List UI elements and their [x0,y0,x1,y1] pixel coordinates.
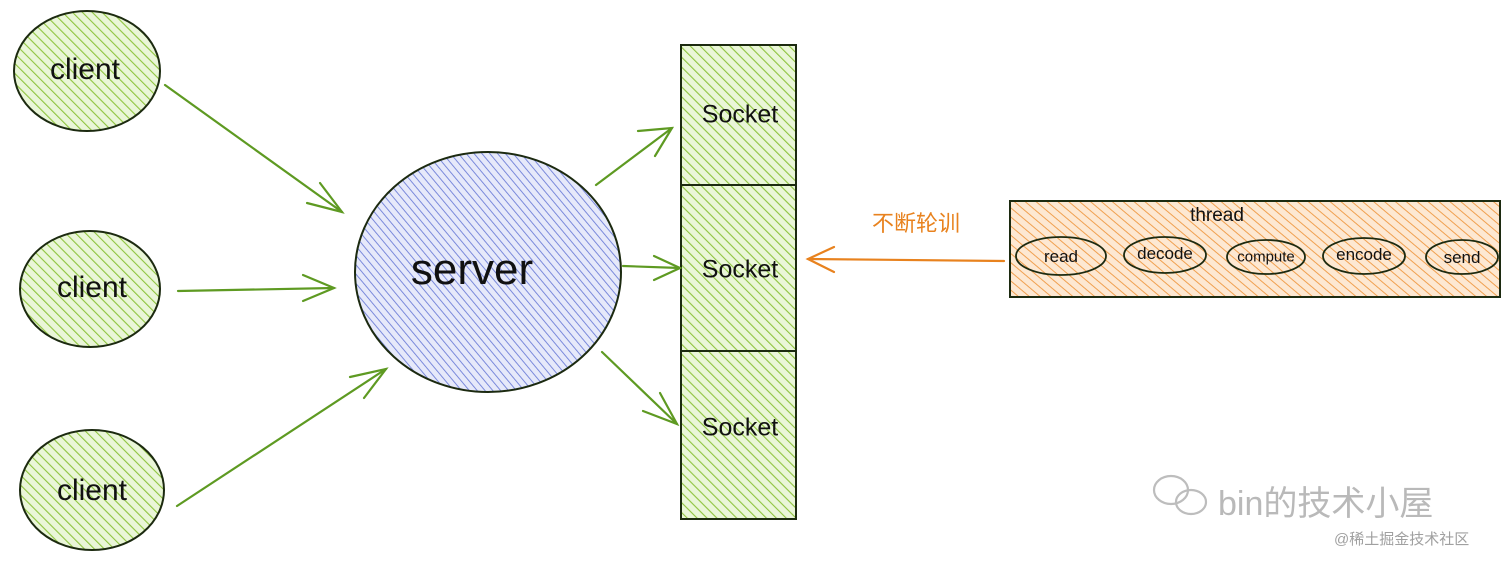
arrowhead-client1 [305,181,345,214]
wechat-icon [1152,474,1208,516]
polling-label: 不断轮训 [871,211,961,236]
client-node-2 [19,230,161,348]
client-label-2: client [56,271,128,304]
client-label-1: client [49,53,121,86]
step-label-decode: decode [1137,244,1193,263]
step-label-read: read [1043,247,1079,266]
client-node-3 [19,429,165,551]
step-encode [1322,237,1406,275]
socket-label-3: Socket [701,413,779,442]
step-label-encode: encode [1336,245,1392,264]
arrow-client2-to-server [176,286,336,293]
arrow-client3-to-server [175,367,388,508]
step-read [1015,236,1107,276]
thread-label: thread [1190,205,1244,226]
socket-label-1: Socket [701,100,779,129]
arrow-server-to-socket1 [594,126,674,187]
socket-column [680,44,797,520]
step-label-compute: compute [1237,248,1295,266]
server-label: server [410,245,534,294]
arrowhead-client3 [348,367,389,400]
arrow-server-to-socket2 [621,264,682,270]
arrowhead-polling [805,245,836,274]
client-node-1 [13,10,161,132]
step-send [1425,239,1499,275]
server-node [354,151,622,393]
arrow-client1-to-server [163,83,344,214]
step-compute [1226,239,1306,275]
client-label-3: client [56,474,128,507]
watermark-subtitle: @稀土掘金技术社区 [1334,531,1470,548]
arrowhead-socket3 [641,391,680,427]
arrowhead-socket2 [652,254,683,282]
watermark-title: bin的技术小屋 [1218,485,1434,523]
arrowhead-socket1 [636,126,675,158]
step-label-send: send [1443,248,1481,267]
arrow-thread-to-socket [806,257,1006,263]
socket-label-2: Socket [701,255,779,284]
arrow-server-to-socket3 [600,350,679,426]
arrowhead-client2 [301,273,337,303]
step-decode [1123,236,1207,274]
